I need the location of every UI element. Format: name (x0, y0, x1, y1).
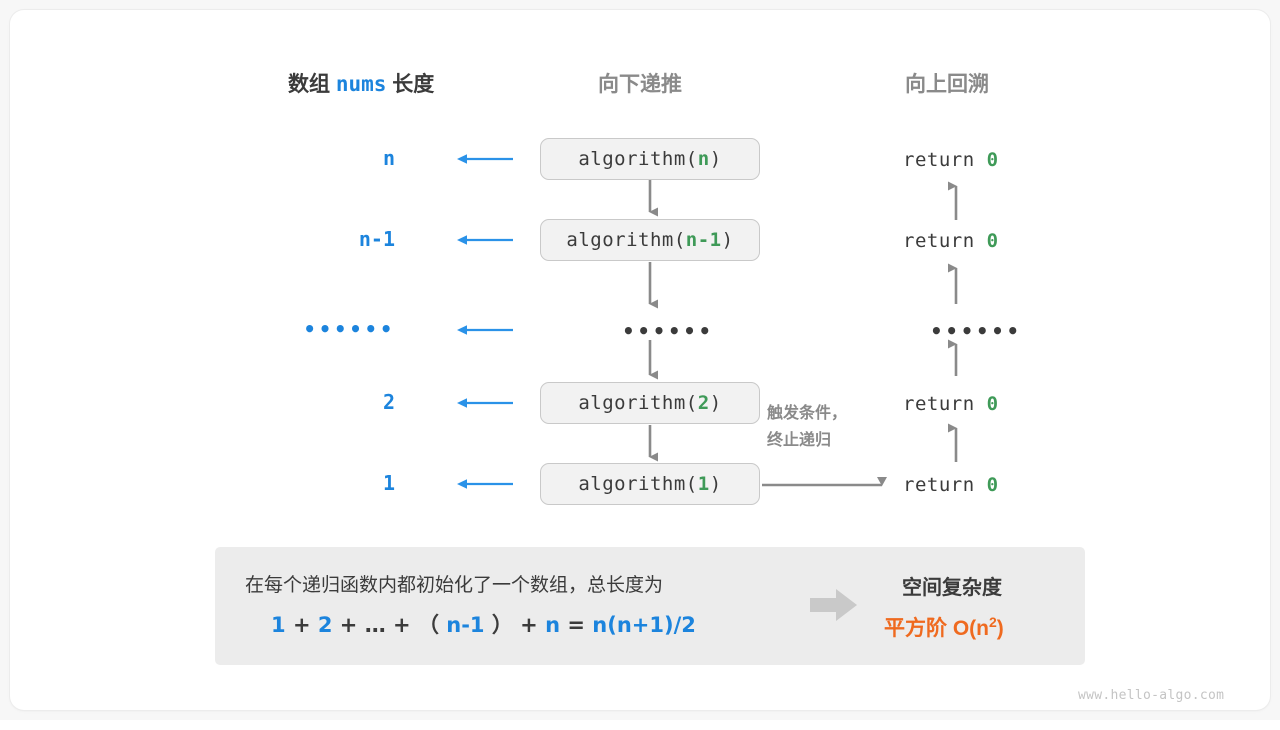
call-argument: n-1 (685, 229, 722, 251)
complexity-order-label: 平方阶 (884, 617, 947, 640)
header-upward-backtrack: 向上回溯 (905, 73, 989, 96)
return-statement: return 0 (903, 219, 999, 263)
return-value: 0 (986, 393, 999, 415)
call-suffix: ) (721, 229, 734, 251)
call-suffix: ) (709, 473, 722, 495)
call-argument: 2 (697, 392, 710, 414)
formula-token: （ (417, 613, 439, 637)
diagram-card: 数组 nums 长度 向下递推 向上回溯 (10, 10, 1270, 710)
recursion-row-n: n algorithm(n) return 0 (10, 138, 1280, 182)
recursion-row-n-minus-1: n-1 algorithm(n-1) return 0 (10, 219, 1280, 263)
complexity-notation-open: O(n (952, 617, 989, 640)
algorithm-call-box: algorithm(n-1) (540, 219, 760, 261)
termination-note: 触发条件， 终止递归 (767, 400, 887, 454)
formula-token: + (393, 613, 411, 637)
call-argument: 1 (697, 473, 710, 495)
formula-token: 2 (317, 613, 333, 637)
return-keyword: return (903, 149, 975, 171)
return-value: 0 (986, 474, 999, 496)
blue-left-arrow-icon (457, 479, 513, 489)
call-ellipsis: •••••• (622, 319, 714, 343)
return-statement: return 0 (903, 138, 999, 182)
summary-description: 在每个递归函数内都初始化了一个数组，总长度为 (245, 575, 664, 596)
length-label-wrap: •••••• (260, 309, 395, 353)
length-label-wrap: n-1 (260, 219, 395, 263)
header-downward-recursion: 向下递推 (598, 73, 682, 96)
formula-token: ） (491, 613, 513, 637)
return-ellipsis: •••••• (930, 319, 1022, 343)
call-argument: n (697, 148, 710, 170)
call-prefix: algorithm( (578, 473, 698, 495)
length-label: n-1 (358, 227, 395, 251)
formula-token: n(n+1)/2 (592, 613, 696, 637)
return-value: 0 (986, 230, 999, 252)
blue-left-arrow-icon (457, 154, 513, 164)
header-left-mono: nums (335, 72, 387, 96)
length-label: n (382, 146, 395, 170)
call-prefix: algorithm( (578, 392, 698, 414)
call-prefix: algorithm( (578, 148, 698, 170)
complexity-notation-close: ) (996, 617, 1004, 640)
formula-token: n (545, 613, 561, 637)
length-label-wrap: 2 (260, 382, 395, 426)
length-label: 1 (382, 471, 395, 495)
return-keyword: return (903, 474, 975, 496)
recursion-row-ellipsis: •••••• •••••• •••••• (10, 309, 1280, 353)
summary-panel: 在每个递归函数内都初始化了一个数组，总长度为 1 + 2 + … + （ n-1… (215, 547, 1085, 665)
formula-token: = (567, 613, 585, 637)
return-statement: return 0 (903, 382, 999, 426)
algorithm-call-box: algorithm(1) (540, 463, 760, 505)
algorithm-call-box: algorithm(n) (540, 138, 760, 180)
length-label-wrap: n (260, 138, 395, 182)
watermark: www.hello-algo.com (1078, 688, 1225, 703)
algorithm-call-box: algorithm(2) (540, 382, 760, 424)
termination-note-line2: 终止递归 (767, 432, 832, 449)
length-ellipsis: •••••• (303, 317, 395, 341)
space-complexity-title: 空间复杂度 (902, 577, 1002, 599)
return-keyword: return (903, 230, 975, 252)
recursion-row-1: 1 algorithm(1) return 0 (10, 463, 1280, 507)
header-left-prefix: 数组 (288, 73, 330, 96)
length-label-wrap: 1 (260, 463, 395, 507)
call-suffix: ) (709, 148, 722, 170)
blue-left-arrow-icon (457, 325, 513, 335)
header-array-length: 数组 nums 长度 (288, 68, 434, 98)
formula-token: + (520, 613, 538, 637)
return-statement: return 0 (903, 463, 999, 507)
blue-left-arrow-icon (457, 235, 513, 245)
formula-token: + (339, 613, 358, 637)
formula-token: n-1 (446, 613, 485, 637)
recursion-row-2: 2 algorithm(2) return 0 (10, 382, 1280, 426)
right-arrow-icon (810, 589, 857, 621)
summary-formula: 1 + 2 + … + （ n-1 ） + n = n(n+1)/2 (271, 609, 696, 639)
complexity-exponent: 2 (989, 614, 997, 630)
termination-note-line1: 触发条件， (767, 405, 848, 422)
header-left-suffix: 长度 (392, 73, 435, 96)
length-label: 2 (382, 390, 395, 414)
call-suffix: ) (709, 392, 722, 414)
formula-token: … (364, 613, 386, 637)
return-keyword: return (903, 393, 975, 415)
return-value: 0 (986, 149, 999, 171)
complexity-notation: O(n2) (952, 614, 1004, 640)
blue-left-arrow-icon (457, 398, 513, 408)
formula-token: 1 (271, 613, 286, 637)
space-complexity-value: 平方阶 O(n2) (884, 612, 1004, 642)
formula-token: + (292, 613, 311, 637)
call-prefix: algorithm( (566, 229, 686, 251)
